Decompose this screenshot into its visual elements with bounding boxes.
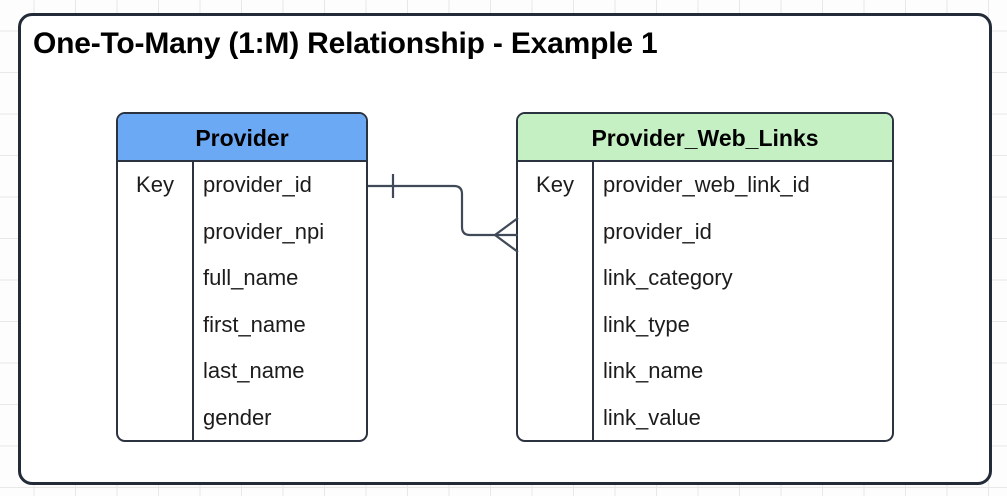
attribute-row: last_name [203, 358, 305, 383]
entity-provider-body: Key provider_id provider_npi full_name f… [118, 162, 366, 440]
page-title: One-To-Many (1:M) Relationship - Example… [33, 27, 658, 60]
attribute-row: first_name [203, 311, 306, 337]
entity-provider-web-links[interactable]: Provider_Web_Links Key provider_web_link… [516, 112, 894, 442]
attribute-row: provider_id [203, 172, 312, 197]
entity-provider-title: Provider [118, 114, 366, 162]
entity-provider-web-links-key-column: Key [518, 162, 594, 440]
attribute-row: link_category [603, 265, 733, 290]
attribute-row: link_value [603, 404, 701, 430]
key-label: Key [136, 172, 174, 197]
entity-provider[interactable]: Provider Key provider_id provider_npi fu… [116, 112, 368, 442]
entity-provider-web-links-title: Provider_Web_Links [518, 114, 892, 162]
entity-provider-web-links-attribute-column: provider_web_link_id provider_id link_ca… [594, 162, 892, 440]
entity-provider-key-column: Key [118, 162, 194, 440]
attribute-row: provider_web_link_id [603, 172, 810, 197]
attribute-row: gender [203, 404, 272, 430]
attribute-row: provider_id [603, 218, 712, 244]
attribute-row: provider_npi [203, 218, 325, 244]
attribute-row: full_name [203, 265, 299, 290]
entity-provider-web-links-body: Key provider_web_link_id provider_id lin… [518, 162, 892, 440]
attribute-row: link_name [603, 358, 704, 383]
entity-provider-attribute-column: provider_id provider_npi full_name first… [194, 162, 366, 440]
key-label: Key [536, 172, 574, 197]
attribute-row: link_type [603, 311, 690, 337]
